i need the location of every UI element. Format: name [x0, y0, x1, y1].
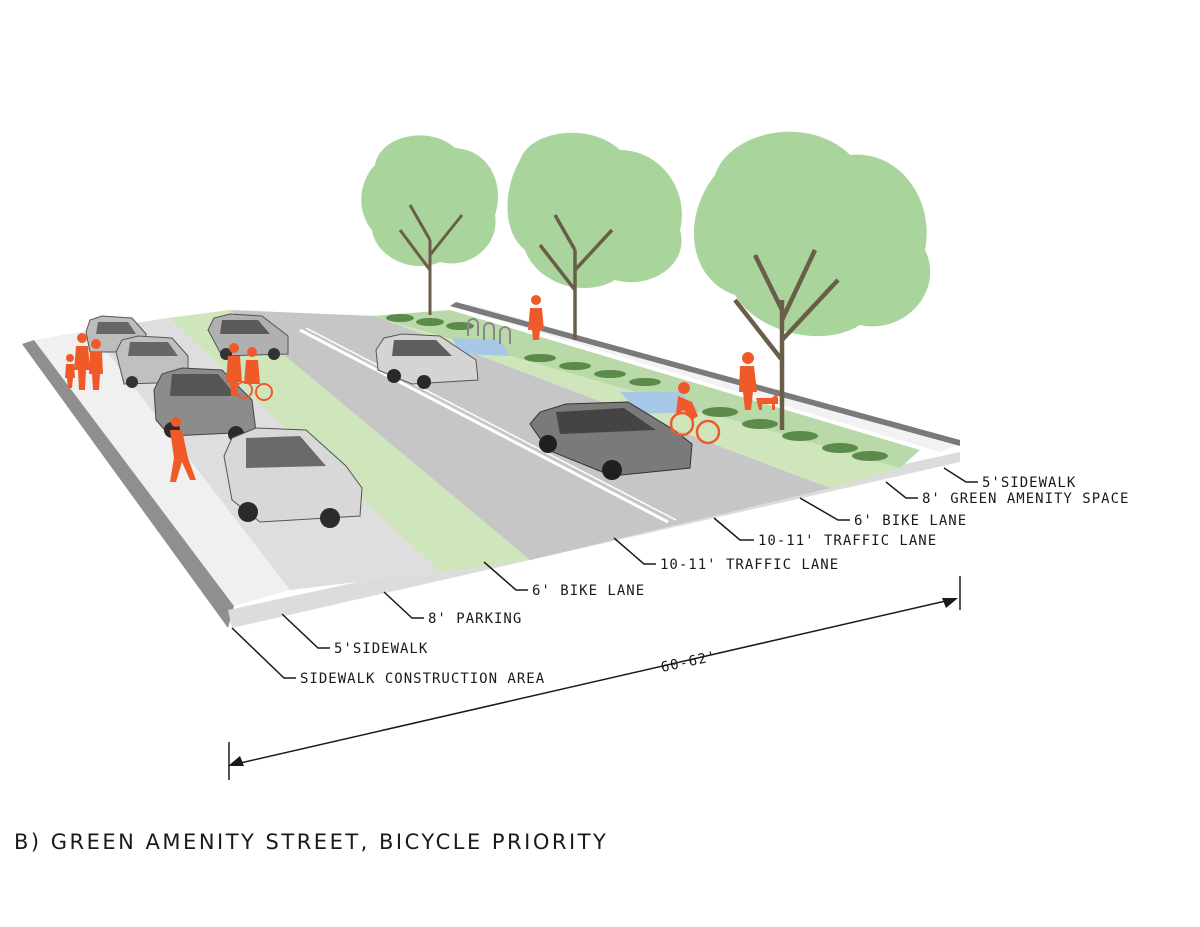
car-moving-3 [529, 401, 693, 480]
right-curb-wall [450, 302, 960, 446]
center-lane-line [299, 328, 669, 524]
person-standing-bike [226, 343, 273, 401]
labels: 5'SIDEWALK 8' GREEN AMENITY SPACE 6' BIK… [300, 475, 1129, 687]
label-bike-lane-right: 6' BIKE LANE [854, 513, 967, 529]
tree-3 [693, 131, 931, 430]
leader-construction [231, 627, 296, 679]
leader-traffic-lane-right [713, 517, 754, 541]
tree-2 [507, 132, 682, 340]
left-curb-face [22, 340, 234, 628]
bike-crossing-1 [452, 338, 510, 356]
label-sidewalk-right: 5'SIDEWALK [982, 475, 1076, 491]
leader-sidewalk-right [943, 467, 978, 483]
leader-traffic-lane-left [613, 537, 656, 565]
car-parked-4 [223, 427, 363, 528]
label-parking: 8' PARKING [428, 611, 522, 627]
tree-1 [361, 135, 499, 315]
leader-parking [383, 591, 424, 619]
label-traffic-lane-left: 10-11' TRAFFIC LANE [660, 557, 839, 573]
dimension-arrow-line [235, 599, 951, 765]
label-construction-area: SIDEWALK CONSTRUCTION AREA [300, 671, 545, 687]
person-family [65, 333, 103, 390]
label-sidewalk-left: 5'SIDEWALK [334, 641, 428, 657]
trees [361, 131, 931, 430]
center-lane-line-2 [305, 327, 677, 521]
leader-green-amenity [885, 481, 918, 499]
pedestrians [65, 295, 778, 482]
arrowhead-left [228, 756, 244, 766]
dimension-total-width: 60-62' [660, 648, 719, 675]
leader-bike-lane-right [799, 497, 850, 521]
figure-caption: B) GREEN AMENITY STREET, BICYCLE PRIORIT… [14, 830, 609, 854]
person-walking-left [170, 417, 196, 482]
label-green-amenity: 8' GREEN AMENITY SPACE [922, 491, 1129, 507]
leader-bike-lane-left [483, 561, 528, 591]
person-with-dog [739, 352, 778, 410]
bike-rack [467, 318, 511, 344]
leader-sidewalk-left [281, 613, 330, 649]
label-traffic-lane-right: 10-11' TRAFFIC LANE [758, 533, 937, 549]
planter-beds [386, 314, 888, 461]
car-moving-2 [375, 333, 479, 389]
cyclist [669, 382, 721, 445]
arrowhead-right [942, 598, 958, 608]
person-sidewalk-right [528, 295, 544, 340]
car-moving-1 [207, 313, 289, 360]
label-bike-lane-left: 6' BIKE LANE [532, 583, 645, 599]
leader-lines [231, 467, 978, 679]
cars [85, 313, 693, 528]
left-sidewalk [34, 330, 290, 606]
